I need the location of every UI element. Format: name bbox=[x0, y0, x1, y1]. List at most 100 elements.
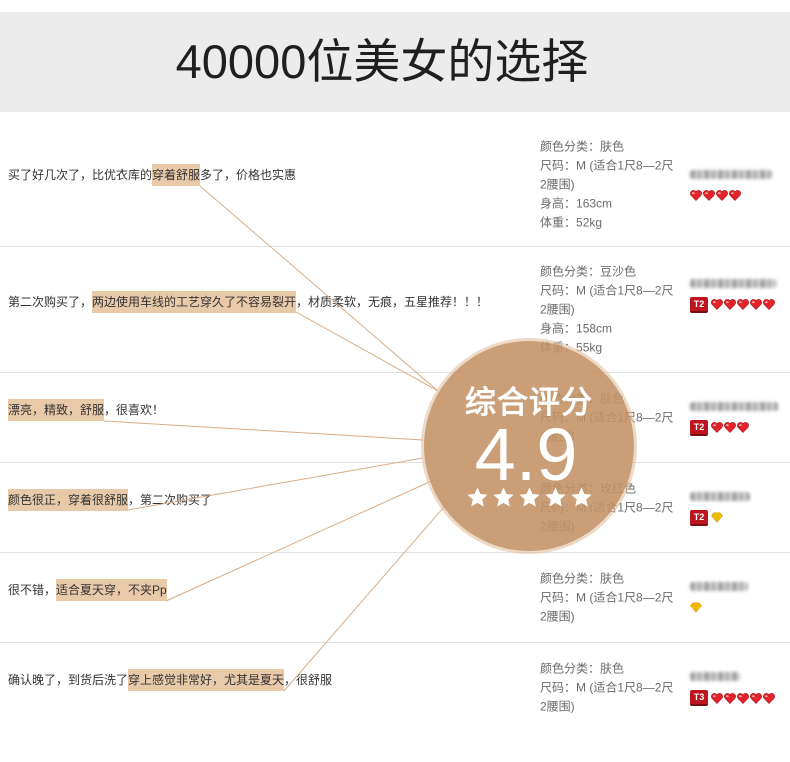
spec-color-value: 肤色 bbox=[600, 139, 625, 153]
buyer-info: T3 bbox=[690, 670, 776, 706]
score-value: 4.9 bbox=[474, 413, 578, 496]
buyer-name-blurred bbox=[690, 491, 750, 501]
buyer-credit-level bbox=[690, 188, 772, 204]
red-heart-icon bbox=[703, 190, 715, 201]
red-heart-icon bbox=[737, 422, 749, 433]
review-row: 买了好几次了，比优衣库的穿着舒服多了，价格也实惠 颜色分类：肤色 尺码：M (适… bbox=[0, 113, 790, 247]
buyer-info bbox=[690, 168, 772, 204]
spec-height-label: 身高： bbox=[540, 321, 577, 335]
buyer-name-blurred bbox=[690, 401, 778, 411]
score-title: 综合评分 bbox=[465, 385, 593, 420]
order-specs: 颜色分类：肤色 尺码：M (适合1尺8—2尺2腰围) 身高：163cm 体重：5… bbox=[540, 137, 678, 232]
buyer-credit-level bbox=[690, 600, 748, 616]
spec-weight-label: 体重： bbox=[540, 215, 577, 229]
spec-size-value: M (适合1尺8—2尺2腰围) bbox=[540, 680, 674, 714]
spec-height-value: 158cm bbox=[576, 321, 613, 335]
buyer-info: T2 bbox=[690, 490, 750, 526]
review-text-after: 多了，价格也实惠 bbox=[200, 167, 297, 182]
red-heart-icon bbox=[750, 299, 762, 310]
review-text-before: 第二次购买了， bbox=[8, 294, 93, 309]
spec-size-value: M (适合1尺8—2尺2腰围) bbox=[540, 283, 674, 316]
spec-color-label: 颜色分类： bbox=[540, 661, 601, 676]
review-text-after: ，很舒服 bbox=[284, 673, 333, 687]
review-text: 颜色很正，穿着很舒服，第二次购买了 bbox=[8, 488, 213, 511]
spec-color-value: 豆沙色 bbox=[600, 264, 637, 278]
review-text-after: ，很喜欢！ bbox=[104, 402, 165, 417]
spec-size-label: 尺码： bbox=[540, 680, 577, 695]
review-highlight: 穿上感觉非常好，尤其是夏天 bbox=[128, 669, 285, 691]
star-icon bbox=[570, 486, 593, 509]
buyer-credit-level: T2 bbox=[690, 419, 778, 436]
review-text-after: ，第二次购买了 bbox=[128, 492, 213, 507]
red-heart-icon bbox=[729, 190, 741, 201]
buyer-level-badge: T2 bbox=[690, 509, 708, 526]
spec-weight-value: 55kg bbox=[576, 340, 603, 354]
score-stars bbox=[424, 486, 634, 509]
order-specs: 颜色分类：豆沙色 尺码：M (适合1尺8—2尺2腰围) 身高：158cm 体重：… bbox=[540, 262, 678, 357]
star-icon bbox=[466, 486, 489, 509]
review-text-before: 买了好几次了，比优衣库的 bbox=[8, 167, 153, 182]
yellow-diamond-icon bbox=[690, 602, 702, 613]
review-highlight: 适合夏天穿，不夹Pp bbox=[56, 578, 167, 601]
buyer-name-blurred bbox=[690, 278, 776, 288]
red-heart-icon bbox=[750, 692, 762, 704]
star-icon bbox=[518, 486, 541, 509]
review-row: 确认晚了，到货后洗了穿上感觉非常好，尤其是夏天，很舒服 颜色分类：肤色 尺码：M… bbox=[0, 643, 790, 733]
review-list: 买了好几次了，比优衣库的穿着舒服多了，价格也实惠 颜色分类：肤色 尺码：M (适… bbox=[0, 113, 790, 733]
spec-weight: 体重：52kg bbox=[540, 213, 678, 232]
overall-score-badge: 综合评分 4.9 bbox=[424, 341, 634, 551]
red-heart-icon bbox=[724, 692, 736, 704]
spec-size: 尺码：M (适合1尺8—2尺2腰围) bbox=[540, 679, 678, 717]
spec-weight-value: 52kg bbox=[576, 215, 603, 229]
red-heart-icon bbox=[724, 299, 736, 310]
review-highlight: 穿着舒服 bbox=[152, 163, 201, 186]
review-row: 第二次购买了，两边使用车线的工艺穿久了不容易裂开，材质柔软，无痕，五星推荐！！！… bbox=[0, 247, 790, 373]
buyer-info: T2 bbox=[690, 277, 776, 313]
spec-color-value: 肤色 bbox=[600, 661, 625, 676]
spec-color: 颜色分类：肤色 bbox=[540, 660, 678, 679]
buyer-credit-level: T2 bbox=[690, 509, 750, 526]
order-specs: 颜色分类：肤色 尺码：M (适合1尺8—2尺2腰围) bbox=[540, 660, 678, 717]
red-heart-icon bbox=[711, 299, 723, 310]
spec-height: 身高：163cm bbox=[540, 194, 678, 213]
review-text: 很不错，适合夏天穿，不夹Pp bbox=[8, 578, 167, 601]
red-heart-icon bbox=[711, 692, 723, 704]
review-text: 买了好几次了，比优衣库的穿着舒服多了，价格也实惠 bbox=[8, 163, 297, 186]
red-heart-icon bbox=[763, 299, 775, 310]
review-text-after: ，材质柔软，无痕，五星推荐！！！ bbox=[296, 294, 489, 309]
buyer-name-blurred bbox=[690, 581, 748, 591]
spec-color: 颜色分类：肤色 bbox=[540, 569, 678, 588]
red-heart-icon bbox=[716, 190, 728, 201]
spec-size-value: M (适合1尺8—2尺2腰围) bbox=[540, 158, 674, 191]
spec-color-label: 颜色分类： bbox=[540, 264, 601, 278]
review-row: 颜色很正，穿着很舒服，第二次购买了 颜色分类：玫红色 尺码：M (适合1尺8—2… bbox=[0, 463, 790, 553]
buyer-credit-level: T3 bbox=[690, 690, 776, 706]
page-title: 40000位美女的选择 bbox=[175, 35, 589, 88]
spec-size-label: 尺码： bbox=[540, 590, 577, 604]
yellow-diamond-icon bbox=[711, 512, 723, 523]
spec-color: 颜色分类：肤色 bbox=[540, 137, 678, 156]
spec-color-label: 颜色分类： bbox=[540, 139, 601, 153]
review-text: 第二次购买了，两边使用车线的工艺穿久了不容易裂开，材质柔软，无痕，五星推荐！！！ bbox=[8, 290, 489, 313]
red-heart-icon bbox=[724, 422, 736, 433]
spec-size: 尺码：M (适合1尺8—2尺2腰围) bbox=[540, 281, 678, 319]
red-heart-icon bbox=[711, 422, 723, 433]
red-heart-icon bbox=[737, 692, 749, 704]
spec-size-label: 尺码： bbox=[540, 283, 577, 297]
spec-height-label: 身高： bbox=[540, 196, 577, 210]
buyer-level-badge: T2 bbox=[690, 296, 708, 313]
buyer-level-badge: T2 bbox=[690, 419, 708, 436]
order-specs: 颜色分类：肤色 尺码：M (适合1尺8—2尺2腰围) bbox=[540, 569, 678, 626]
review-highlight: 两边使用车线的工艺穿久了不容易裂开 bbox=[92, 290, 297, 313]
review-text: 确认晚了，到货后洗了穿上感觉非常好，尤其是夏天，很舒服 bbox=[8, 669, 332, 691]
spec-color: 颜色分类：豆沙色 bbox=[540, 262, 678, 281]
spec-size-value: M (适合1尺8—2尺2腰围) bbox=[540, 590, 674, 623]
header-banner: 40000位美女的选择 bbox=[0, 12, 790, 112]
spec-height-value: 163cm bbox=[576, 196, 613, 210]
review-highlight: 颜色很正，穿着很舒服 bbox=[8, 488, 129, 511]
spec-color-value: 肤色 bbox=[600, 571, 625, 585]
red-heart-icon bbox=[737, 299, 749, 310]
review-text-before: 很不错， bbox=[8, 582, 57, 597]
review-text: 漂亮，精致，舒服，很喜欢！ bbox=[8, 398, 165, 421]
